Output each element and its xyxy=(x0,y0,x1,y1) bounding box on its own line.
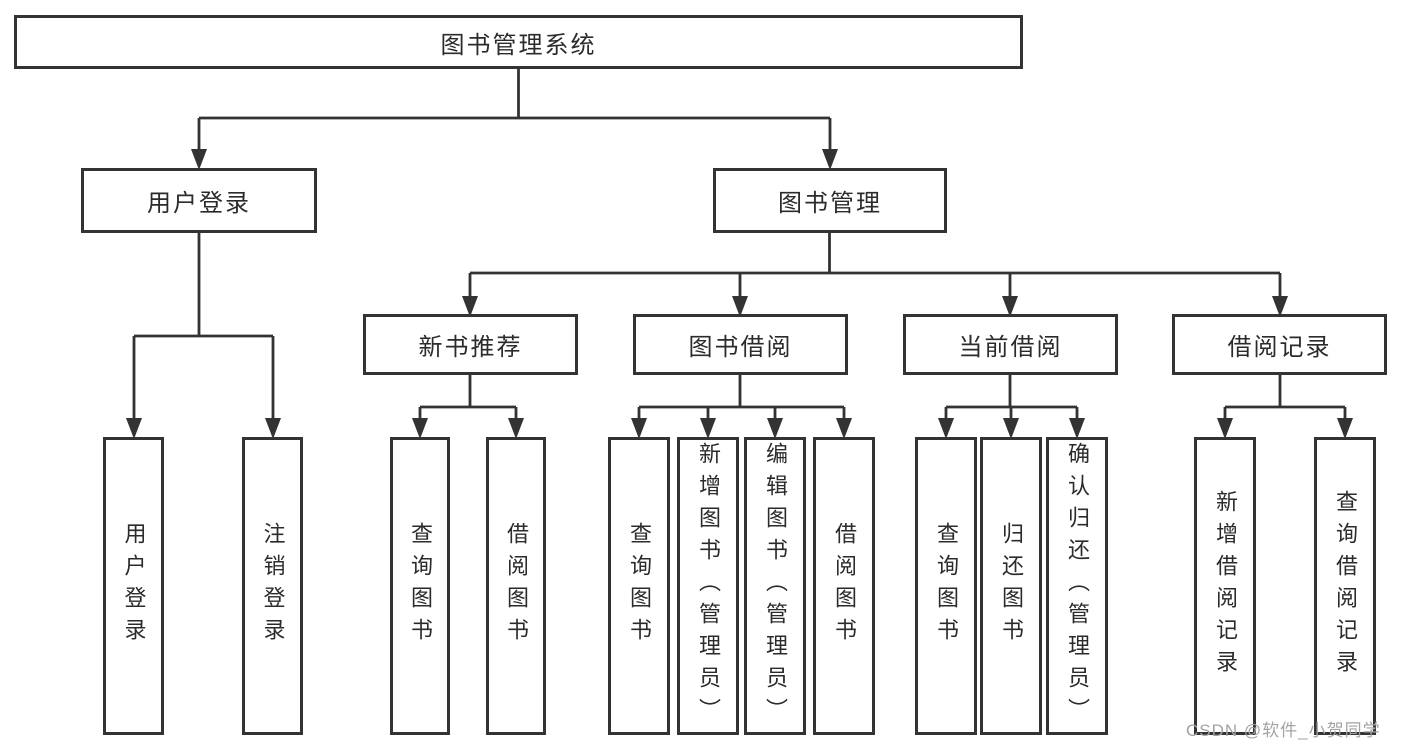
node-book-borrow: 图书借阅 xyxy=(633,314,848,375)
node-leaf-query-book-current: 查询图书 xyxy=(915,437,977,735)
leaf-label: 新增图书（管理员） xyxy=(696,442,721,730)
node-leaf-borrow-book-recommend: 借阅图书 xyxy=(486,437,546,735)
leaf-label: 归还图书 xyxy=(999,522,1024,650)
node-leaf-return-book: 归还图书 xyxy=(980,437,1042,735)
leaf-label: 查询图书 xyxy=(408,522,433,650)
leaf-label: 借阅图书 xyxy=(832,522,857,650)
leaf-label: 借阅图书 xyxy=(504,522,529,650)
node-leaf-query-borrow-record: 查询借阅记录 xyxy=(1314,437,1376,735)
csdn-watermark: CSDN @软件_小贺同学 xyxy=(1186,721,1381,740)
node-leaf-borrow-book: 借阅图书 xyxy=(813,437,875,735)
node-leaf-add-borrow-record: 新增借阅记录 xyxy=(1194,437,1256,735)
arrowheads xyxy=(126,149,1353,439)
node-leaf-query-book-borrow: 查询图书 xyxy=(608,437,670,735)
leaf-label: 新增借阅记录 xyxy=(1213,490,1238,682)
leaf-label: 用户登录 xyxy=(121,522,147,650)
node-leaf-query-book-recommend: 查询图书 xyxy=(390,437,450,735)
node-leaf-edit-book-admin: 编辑图书（管理员） xyxy=(744,437,806,735)
node-current-borrow: 当前借阅 xyxy=(903,314,1118,375)
node-leaf-logout: 注销登录 xyxy=(242,437,303,735)
leaf-label: 确认归还（管理员） xyxy=(1065,442,1090,730)
leaf-label: 查询图书 xyxy=(627,522,652,650)
node-borrow-records: 借阅记录 xyxy=(1172,314,1387,375)
node-book-management: 图书管理 xyxy=(713,168,947,233)
node-leaf-add-book-admin: 新增图书（管理员） xyxy=(677,437,739,735)
node-user-login: 用户登录 xyxy=(81,168,317,233)
node-new-book-recommend: 新书推荐 xyxy=(363,314,578,375)
node-leaf-user-login: 用户登录 xyxy=(103,437,164,735)
leaf-label: 编辑图书（管理员） xyxy=(763,442,788,730)
node-root: 图书管理系统 xyxy=(14,15,1023,69)
leaf-label: 查询借阅记录 xyxy=(1333,490,1358,682)
leaf-label: 查询图书 xyxy=(934,522,959,650)
leaf-label: 注销登录 xyxy=(260,522,286,650)
node-leaf-confirm-return-admin: 确认归还（管理员） xyxy=(1046,437,1108,735)
